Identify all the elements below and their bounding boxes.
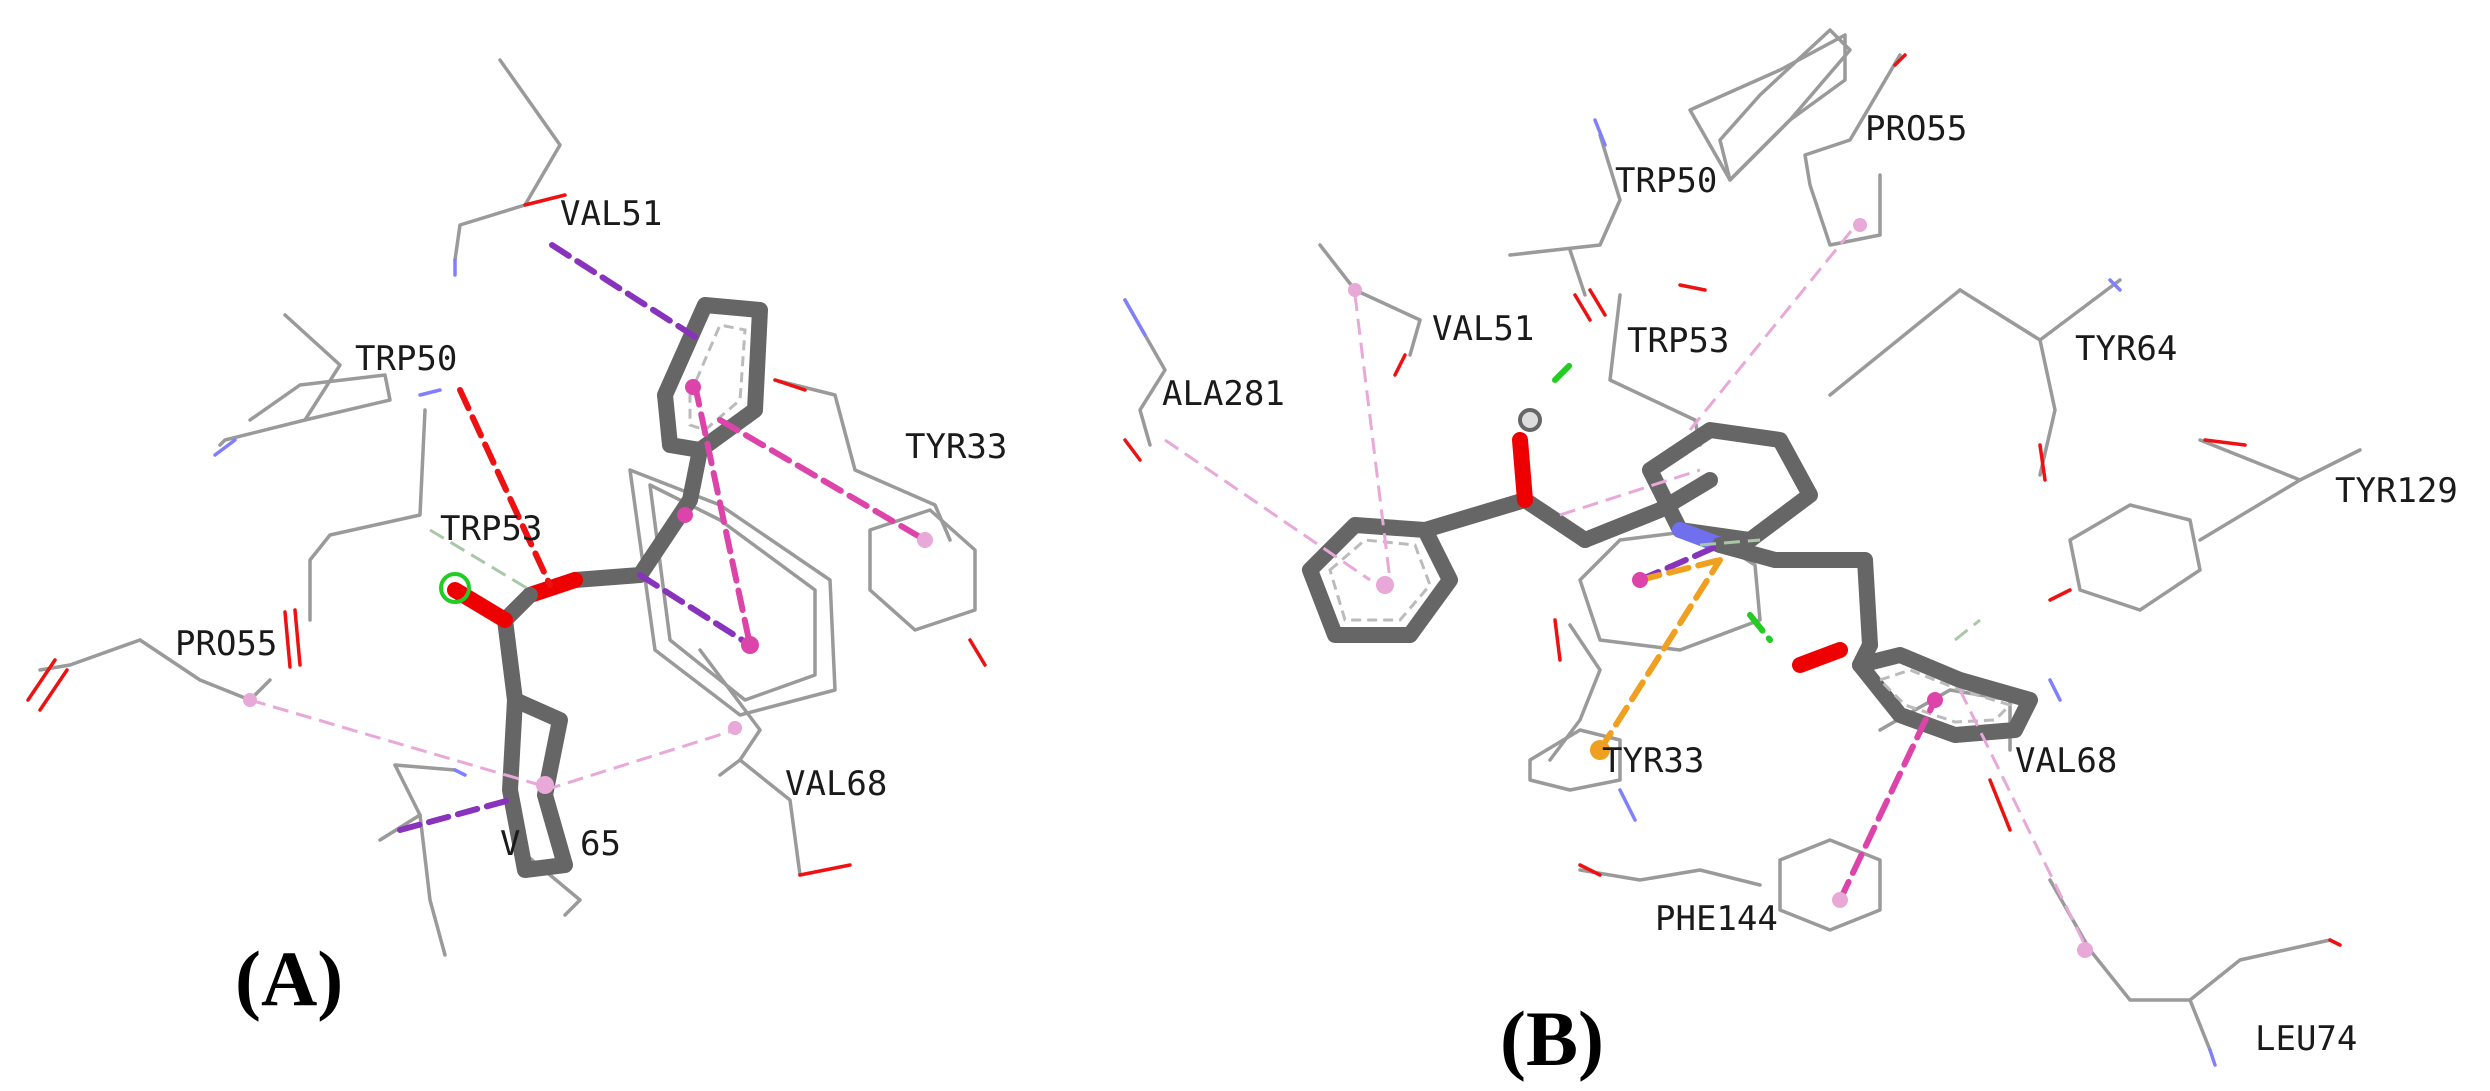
residue-label-tyr33: TYR33 [905, 427, 1007, 467]
residue-label-val51: VAL51 [1432, 309, 1534, 349]
panel-a-interactions [243, 242, 933, 833]
panel-a-ligand [447, 297, 768, 878]
panel-b-interactions [1164, 218, 2093, 958]
panel-b: TRP50 PRO55 VAL51 TRP53 TYR64 ALA281 TYR… [1123, 28, 2458, 1082]
residue-label-trp53: TRP53 [440, 509, 542, 549]
residue-label-trp50: TRP50 [1615, 161, 1717, 201]
residue-label-val51: VAL51 [560, 194, 662, 234]
residue-label-val65-part2: 65 [580, 824, 621, 864]
residue-label-val68: VAL68 [785, 764, 887, 804]
panel-a: VAL51 TRP50 TRP53 TYR33 PRO55 VAL68 V 65… [26, 58, 1007, 1022]
residue-label-phe144: PHE144 [1655, 899, 1778, 939]
residue-label-tyr129: TYR129 [2335, 471, 2458, 511]
panel-a-residue-sticks [26, 58, 987, 957]
panel-b-ligand [1302, 408, 2038, 743]
panel-label-b: (B) [1500, 995, 1604, 1082]
residue-label-leu74: LEU74 [2255, 1019, 2357, 1059]
residue-label-pro55: PRO55 [175, 624, 277, 664]
panel-label-a: (A) [235, 935, 343, 1022]
residue-label-val65-part1: V [500, 824, 520, 864]
residue-label-tyr33: TYR33 [1602, 741, 1704, 781]
residue-label-pro55: PRO55 [1865, 109, 1967, 149]
residue-label-tyr64: TYR64 [2075, 329, 2177, 369]
residue-label-ala281: ALA281 [1162, 374, 1285, 414]
residue-label-trp50: TRP50 [355, 339, 457, 379]
residue-label-val68: VAL68 [2015, 741, 2117, 781]
residue-label-trp53: TRP53 [1627, 321, 1729, 361]
panel-b-residue-sticks [1123, 28, 2362, 1067]
